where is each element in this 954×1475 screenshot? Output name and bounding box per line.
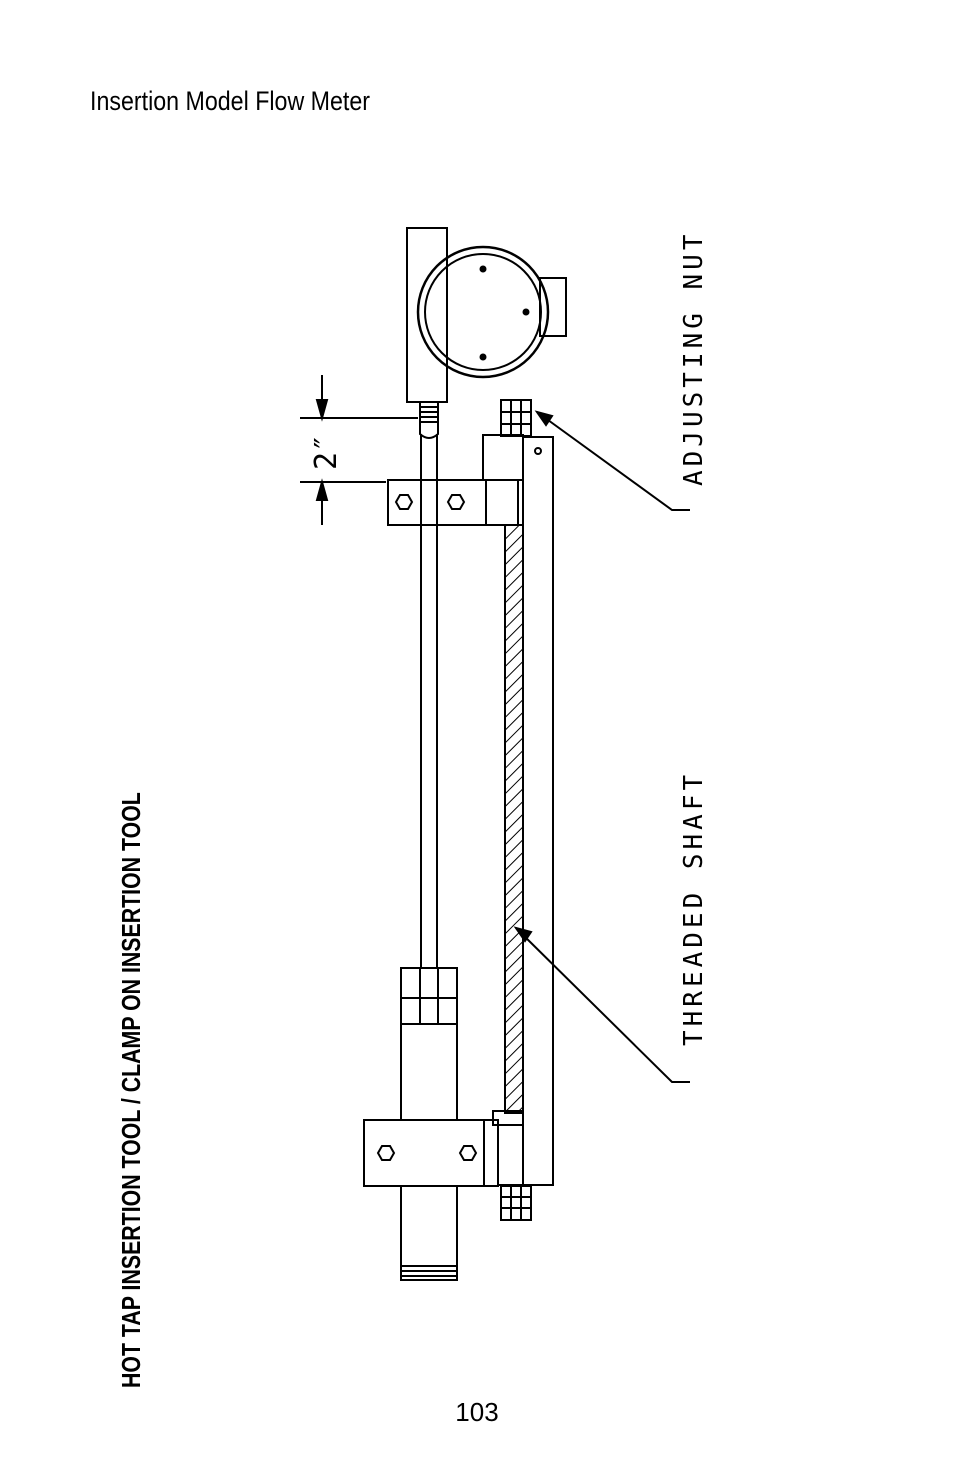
tap-nipple: [400, 1185, 458, 1281]
threaded-shaft: [492, 524, 524, 1126]
packing-gland: [400, 967, 458, 1121]
lower-clamp: [363, 1119, 524, 1187]
leader-lines: [513, 410, 690, 1083]
dimension-marker: [300, 375, 418, 525]
page-header: Insertion Model Flow Meter: [90, 86, 371, 116]
threaded-shaft-label: THREADED SHAFT: [679, 771, 709, 1046]
adjusting-nut: [500, 399, 532, 437]
dimension-label: 2″: [309, 434, 344, 470]
probe-stem: [420, 434, 438, 968]
lower-nut: [500, 1185, 532, 1221]
page-number: 103: [455, 1397, 499, 1427]
adjusting-nut-label: ADJUSTING NUT: [679, 231, 709, 487]
transmitter-housing: [406, 227, 567, 439]
upper-clamp: [387, 479, 519, 526]
